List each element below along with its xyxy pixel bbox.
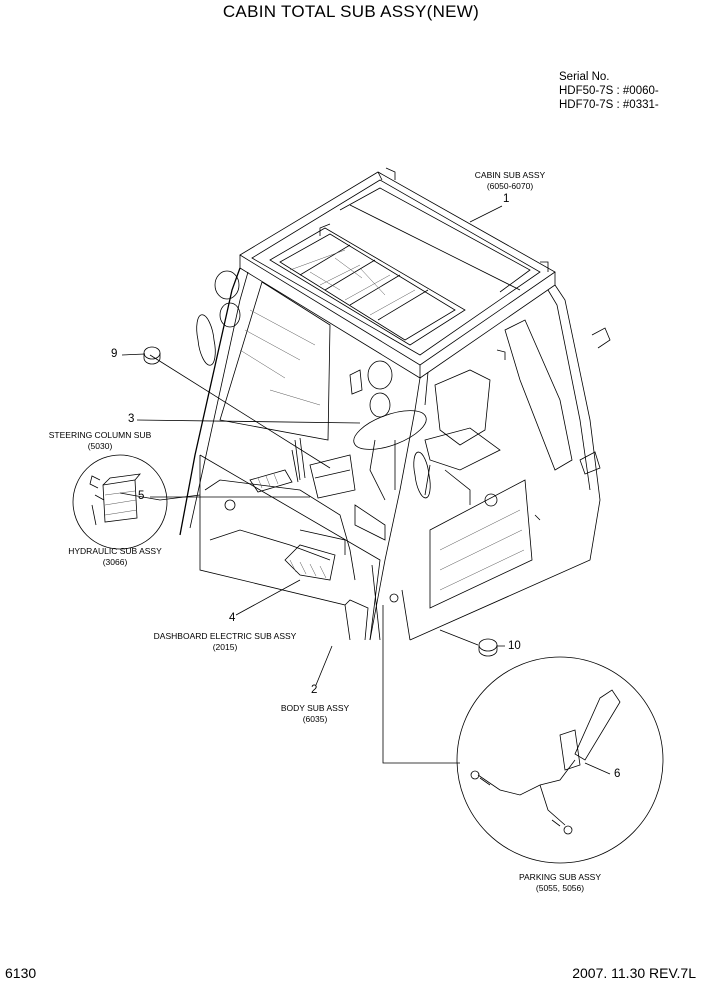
cabin-interior <box>196 270 501 581</box>
page-title: CABIN TOTAL SUB ASSY(NEW) <box>222 2 480 21</box>
body-sub-assy-name: BODY SUB ASSY <box>280 703 350 713</box>
callout-leaders <box>119 205 611 775</box>
hydraulic-sub-assy-name: HYDRAULIC SUB ASSY <box>68 546 162 556</box>
callout-number-2: 2 <box>311 684 318 696</box>
callout-number-1: 1 <box>503 193 510 205</box>
callout-number-9: 9 <box>111 348 118 360</box>
cabin-roof <box>239 167 556 379</box>
callout-number-10: 10 <box>508 640 521 652</box>
callout-number-4: 4 <box>229 612 236 624</box>
callout-number-5: 5 <box>138 490 145 502</box>
callout-number-3: 3 <box>128 413 135 425</box>
revision-label: 2007. 11.30 REV.7L <box>572 965 696 981</box>
hydraulic-detail <box>72 454 168 550</box>
cabin-sub-assy-code: (6050-6070) <box>486 181 534 191</box>
body-sub-assy-code: (6035) <box>302 714 328 724</box>
parking-detail <box>456 656 664 864</box>
dashboard-electric-sub-assy-name: DASHBOARD ELECTRIC SUB ASSY <box>153 631 297 641</box>
dashboard-electric-sub-assy-code: (2015) <box>212 642 238 652</box>
page-code: 6130 <box>5 965 37 981</box>
cabin-sub-assy-name: CABIN SUB ASSY <box>474 170 546 180</box>
steering-column-sub-name: STEERING COLUMN SUB <box>48 430 152 440</box>
serial-line-2: HDF70-7S : #0331- <box>559 99 659 111</box>
part-10-cap <box>478 638 498 657</box>
hydraulic-sub-assy-code: (3066) <box>102 557 128 567</box>
steering-column-sub-code: (5030) <box>87 441 113 451</box>
callout-number-6: 6 <box>614 768 621 780</box>
serial-label: Serial No. <box>559 71 610 83</box>
parking-sub-assy-code: (5055, 5056) <box>535 883 585 893</box>
part-9-cap <box>143 346 161 365</box>
parking-sub-assy-name: PARKING SUB ASSY <box>518 872 602 882</box>
serial-line-1: HDF50-7S : #0060- <box>559 85 659 97</box>
cabin-frame <box>179 267 611 641</box>
